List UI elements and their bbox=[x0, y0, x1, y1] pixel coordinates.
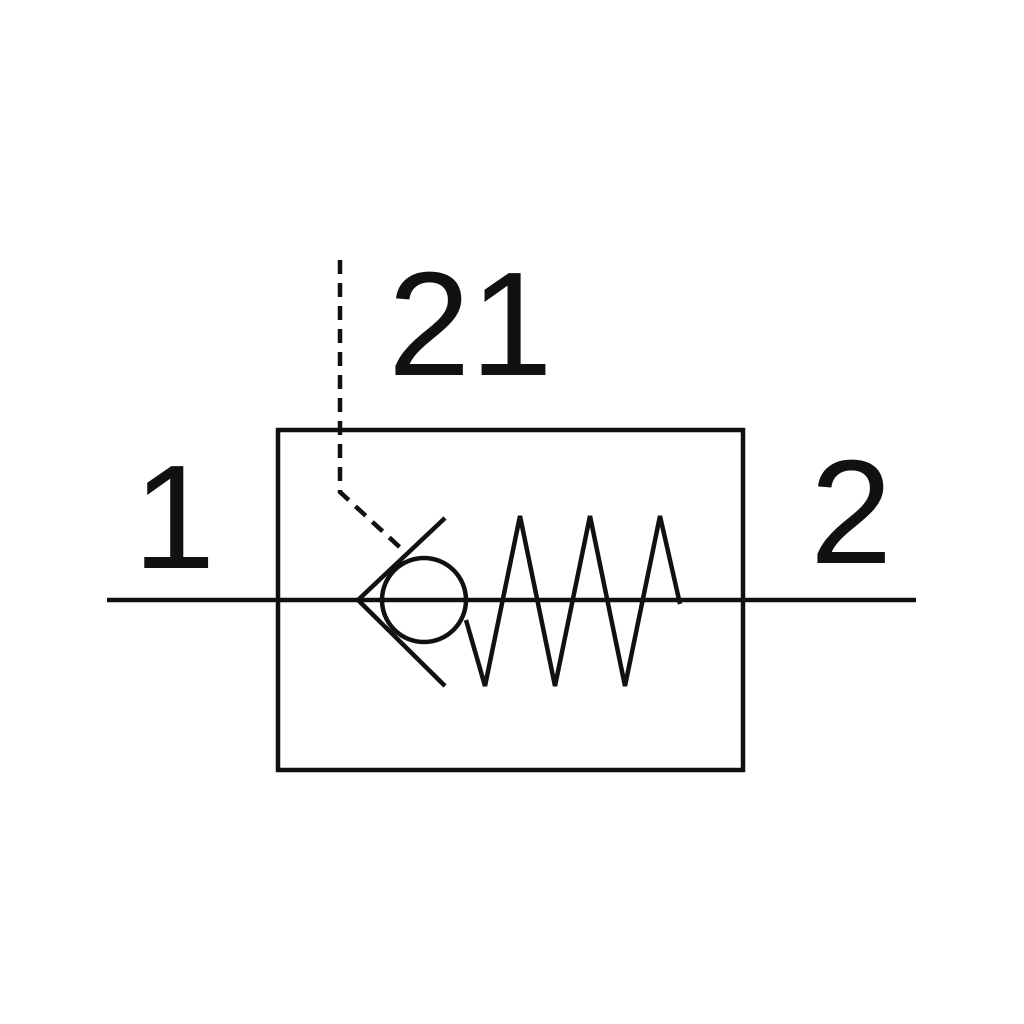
inlet-port-label: 1 bbox=[133, 435, 215, 600]
valve-body bbox=[275, 427, 746, 773]
outlet-port-label: 2 bbox=[810, 430, 892, 595]
valve-seat bbox=[354, 516, 447, 688]
valve-ball bbox=[379, 555, 469, 645]
pilot-line bbox=[337, 260, 407, 554]
valve-spring bbox=[463, 515, 683, 687]
pilot-port-label: 21 bbox=[388, 242, 553, 407]
